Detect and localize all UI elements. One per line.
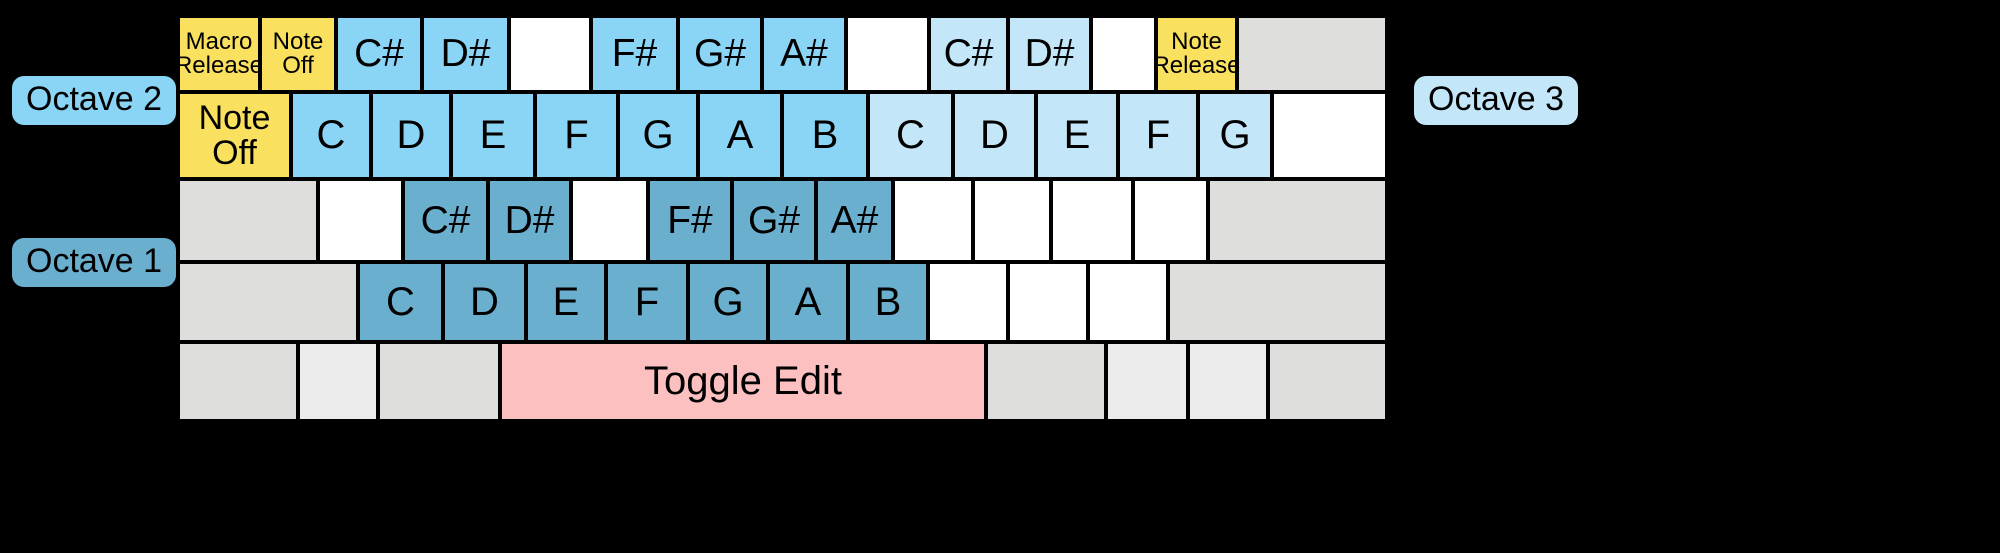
key-asharp[interactable]: A# — [816, 179, 893, 262]
key-unassigned — [1133, 179, 1208, 262]
key-note-off[interactable]: Note Off — [260, 16, 336, 92]
key-f[interactable]: F — [606, 262, 688, 342]
key-unassigned — [298, 342, 378, 421]
key-a[interactable]: A — [768, 262, 848, 342]
key-gsharp[interactable]: G# — [678, 16, 762, 92]
key-c[interactable]: C — [358, 262, 443, 342]
key-unassigned — [1008, 262, 1088, 342]
key-b[interactable]: B — [848, 262, 928, 342]
key-g[interactable]: G — [688, 262, 768, 342]
key-unassigned — [571, 179, 648, 262]
key-unassigned — [318, 179, 403, 262]
key-unassigned — [178, 179, 318, 262]
key-g[interactable]: G — [618, 92, 698, 179]
key-fsharp[interactable]: F# — [648, 179, 732, 262]
keyboard-row-5: Toggle Edit — [178, 342, 1387, 421]
key-gsharp[interactable]: G# — [732, 179, 816, 262]
key-unassigned — [1091, 16, 1156, 92]
key-asharp[interactable]: A# — [762, 16, 846, 92]
key-unassigned — [378, 342, 500, 421]
key-csharp[interactable]: C# — [336, 16, 422, 92]
key-unassigned — [178, 262, 358, 342]
key-c[interactable]: C — [291, 92, 371, 179]
key-unassigned — [509, 16, 591, 92]
key-unassigned — [1051, 179, 1133, 262]
key-unassigned — [893, 179, 973, 262]
key-f[interactable]: F — [1118, 92, 1198, 179]
key-unassigned — [928, 262, 1008, 342]
key-toggle-edit[interactable]: Toggle Edit — [500, 342, 986, 421]
key-unassigned — [1088, 262, 1168, 342]
key-note-off[interactable]: Note Off — [178, 92, 291, 179]
key-note-release[interactable]: Note Release — [1156, 16, 1237, 92]
key-unassigned — [846, 16, 929, 92]
octave-1-label: Octave 1 — [12, 238, 177, 288]
keyboard-row-3: C#D# F#G#A# — [178, 179, 1387, 262]
key-unassigned — [986, 342, 1106, 421]
key-unassigned — [1272, 92, 1387, 179]
key-unassigned — [1168, 262, 1387, 342]
key-c[interactable]: C — [868, 92, 953, 179]
key-dsharp[interactable]: D# — [488, 179, 571, 262]
key-g[interactable]: G — [1198, 92, 1272, 179]
key-unassigned — [1268, 342, 1387, 421]
key-dsharp[interactable]: D# — [1008, 16, 1091, 92]
key-d[interactable]: D — [953, 92, 1036, 179]
octave-3-label: Octave 3 — [1414, 76, 1579, 126]
key-macro-release[interactable]: Macro Release — [178, 16, 260, 92]
key-d[interactable]: D — [371, 92, 451, 179]
key-dsharp[interactable]: D# — [422, 16, 509, 92]
key-unassigned — [1188, 342, 1268, 421]
key-unassigned — [1237, 16, 1387, 92]
key-unassigned — [178, 342, 298, 421]
key-e[interactable]: E — [526, 262, 606, 342]
key-e[interactable]: E — [1036, 92, 1118, 179]
key-fsharp[interactable]: F# — [591, 16, 678, 92]
key-a[interactable]: A — [698, 92, 782, 179]
key-unassigned — [1106, 342, 1188, 421]
key-f[interactable]: F — [535, 92, 618, 179]
key-csharp[interactable]: C# — [403, 179, 488, 262]
key-unassigned — [1208, 179, 1387, 262]
key-unassigned — [973, 179, 1051, 262]
key-csharp[interactable]: C# — [929, 16, 1008, 92]
key-e[interactable]: E — [451, 92, 535, 179]
key-b[interactable]: B — [782, 92, 868, 179]
key-d[interactable]: D — [443, 262, 526, 342]
octave-2-label: Octave 2 — [12, 76, 177, 126]
